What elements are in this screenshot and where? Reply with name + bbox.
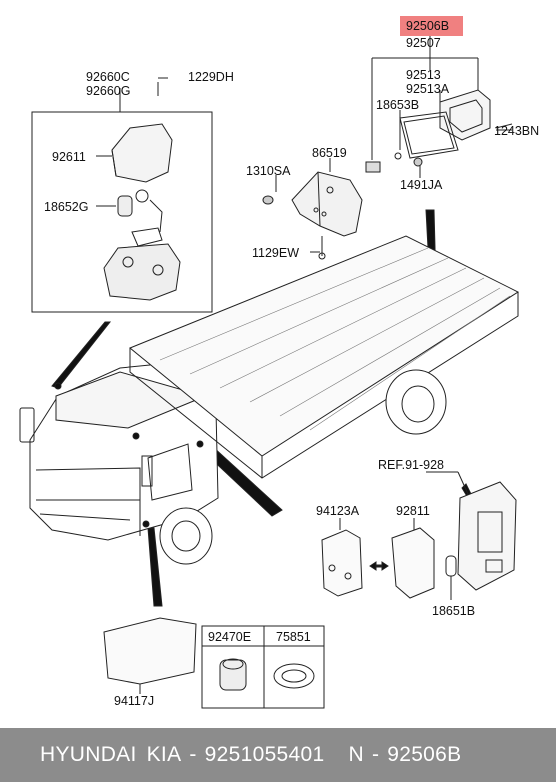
label-92507: 92507 — [406, 36, 441, 50]
label-18653B: 18653B — [376, 98, 420, 112]
label-92470E: 92470E — [208, 630, 252, 644]
label-18652G: 18652G — [44, 200, 89, 214]
footer-sep: - — [189, 743, 197, 766]
label-92660C: 92660C — [86, 70, 130, 84]
label-94117J: 94117J — [114, 694, 155, 708]
label-92506B: 92506B — [406, 19, 450, 33]
footer-n-label: N — [348, 743, 364, 766]
label-92611: 92611 — [52, 150, 86, 164]
label-1229DH: 1229DH — [188, 70, 234, 84]
label-92811: 92811 — [396, 504, 430, 518]
label-1129EW: 1129EW — [252, 246, 300, 260]
label-18651B: 18651B — [432, 604, 476, 618]
part-number-footer: HYUNDAI KIA - 9251055401 N - 92506B — [0, 728, 556, 782]
label-75851: 75851 — [276, 630, 311, 644]
inset-frame — [31, 111, 213, 313]
label-1310SA: 1310SA — [246, 164, 291, 178]
label-1491JA: 1491JA — [400, 178, 443, 192]
label-92513: 92513 — [406, 68, 441, 82]
footer-brand2: KIA — [146, 743, 182, 766]
label-92660G: 92660G — [86, 84, 131, 98]
footer-n-sep: - — [371, 743, 380, 766]
label-94123A: 94123A — [316, 504, 360, 518]
parts-diagram — [19, 36, 520, 709]
footer-n-value: 92506B — [387, 743, 462, 766]
footer-part-number: 9251055401 — [204, 743, 325, 766]
label-86519: 86519 — [312, 146, 347, 160]
label-1243BN: 1243BN — [494, 124, 540, 138]
label-ref-91-928: REF.91-928 — [378, 458, 445, 472]
footer-brand: HYUNDAI — [40, 743, 137, 766]
label-92513A: 92513A — [406, 82, 450, 96]
parts-table — [201, 625, 325, 709]
part-highlight — [400, 16, 463, 36]
